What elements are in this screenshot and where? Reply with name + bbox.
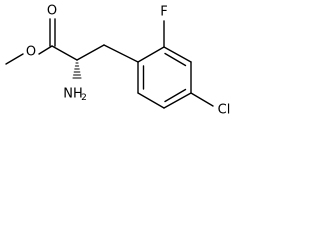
carbonyl-oxygen-label: O xyxy=(47,4,57,19)
stereo-hashed-wedge xyxy=(72,62,82,79)
bond-ring-chlorine xyxy=(190,92,214,107)
amine-subscript: 2 xyxy=(81,93,87,103)
benzene-ring xyxy=(137,46,192,109)
chlorine-label: Cl xyxy=(218,103,231,118)
ester-oxygen-label: O xyxy=(26,45,36,60)
chemical-structure: O O NH 2 F Cl xyxy=(5,4,231,118)
bond-methyl-oxygen xyxy=(5,53,24,65)
bond-oxygen-carbonyl xyxy=(38,45,53,55)
fluorine-label: F xyxy=(160,5,167,20)
bond-carbonyl-alpha xyxy=(51,45,78,61)
bond-alpha-methylene xyxy=(76,44,105,61)
amine-label: NH xyxy=(63,87,83,102)
bond-methylene-ring xyxy=(103,44,139,63)
